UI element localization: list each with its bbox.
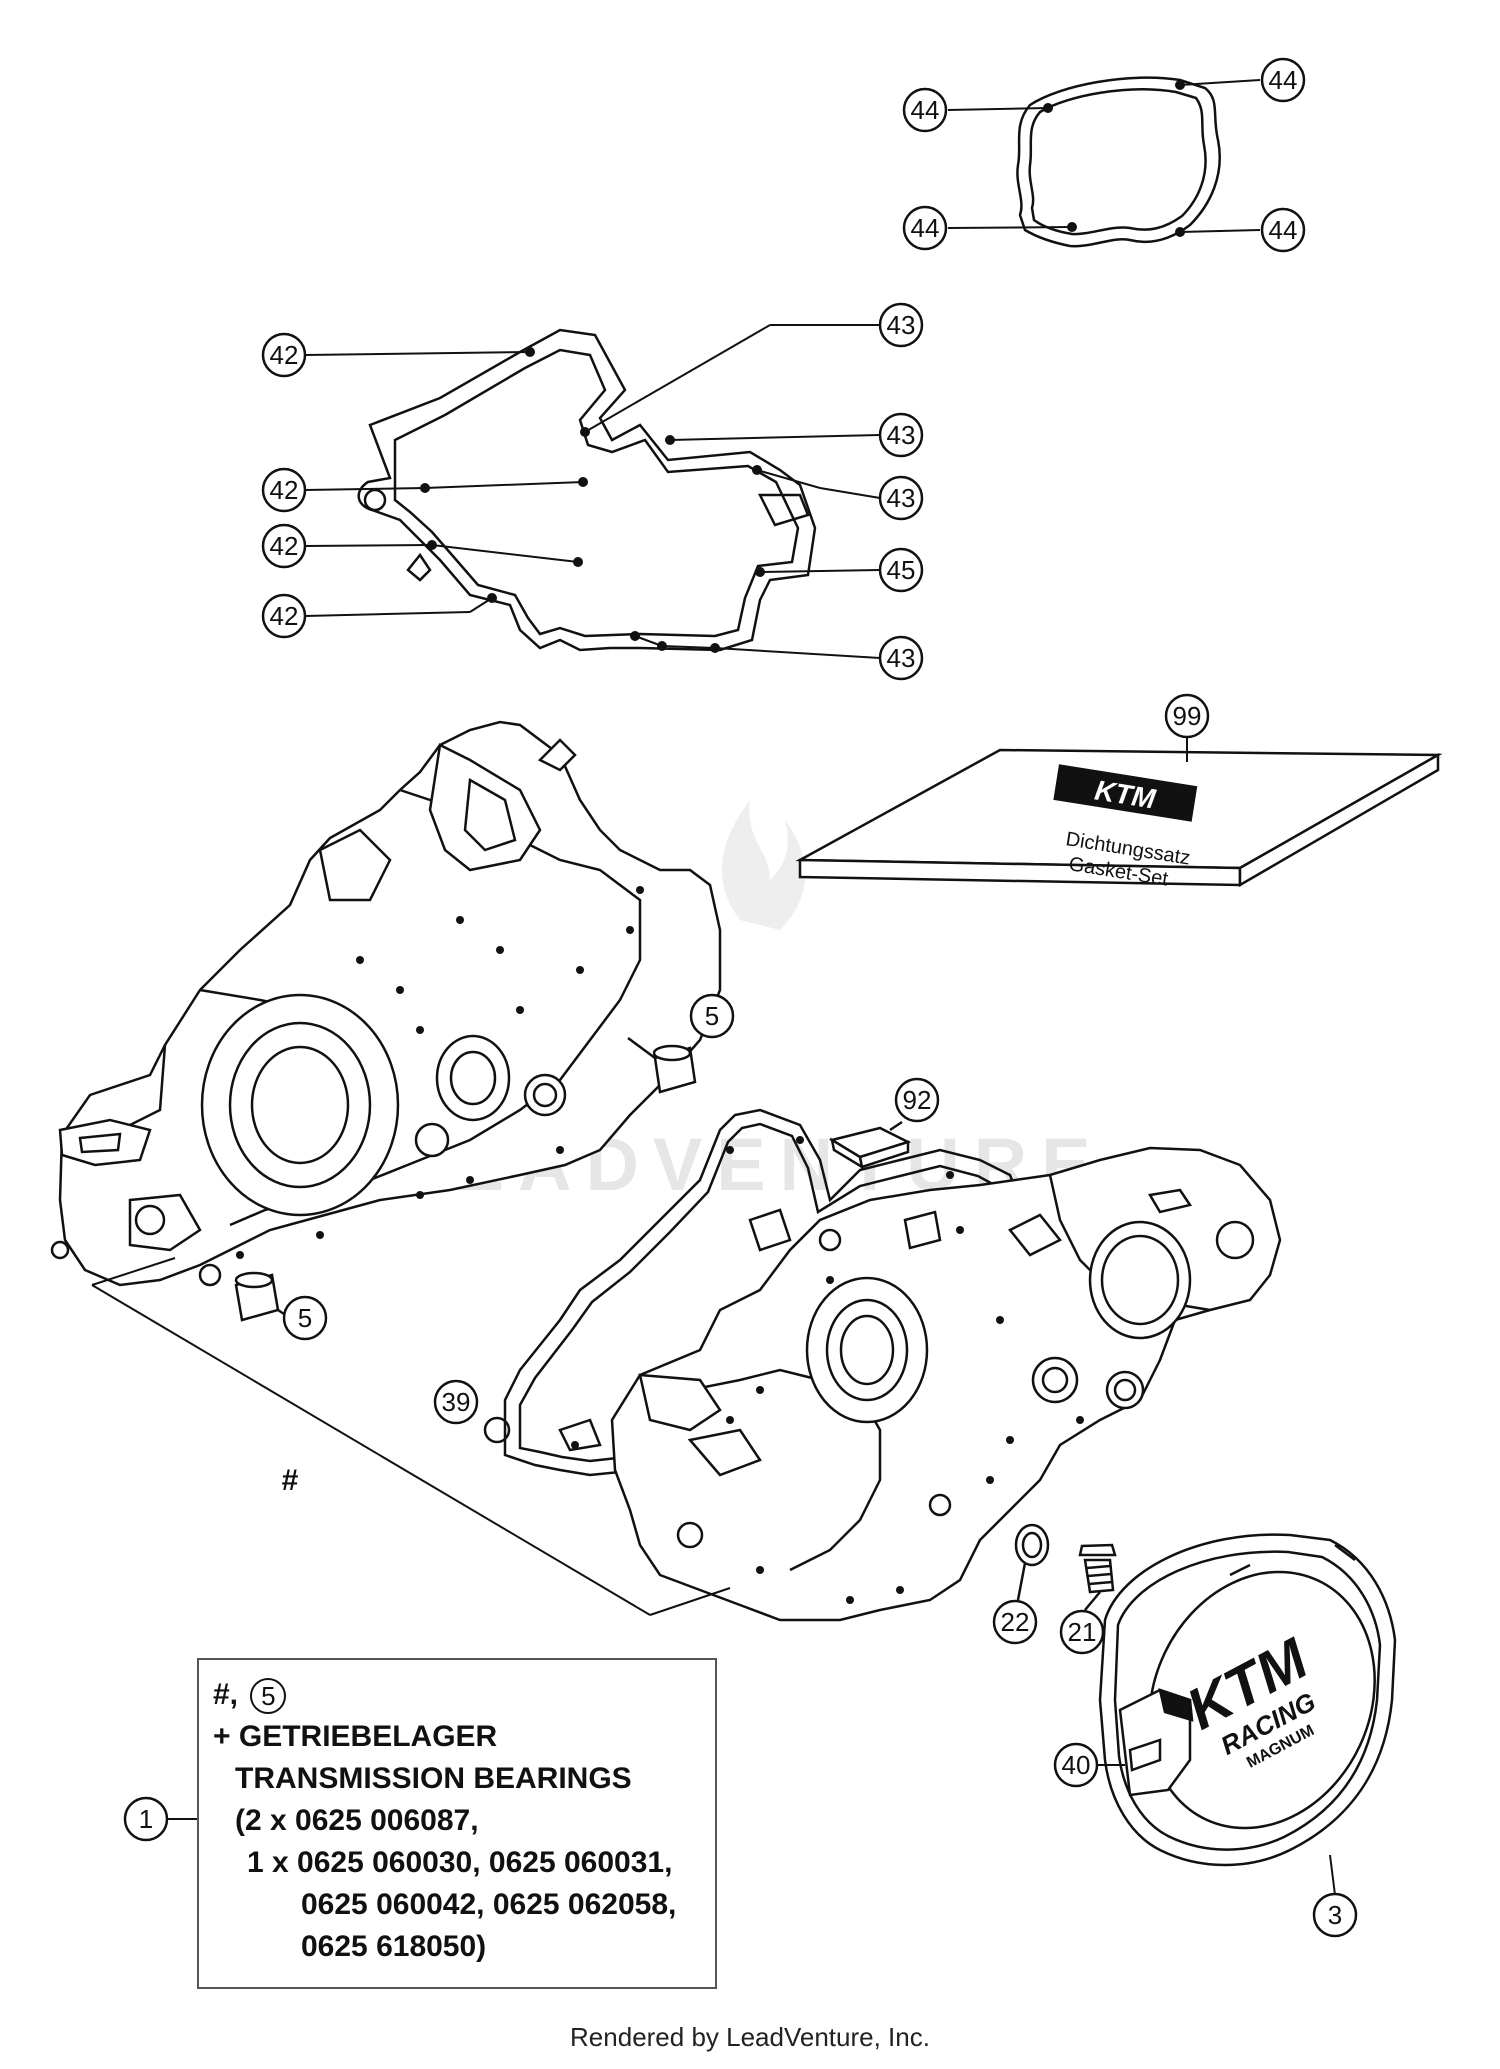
ignition-gasket-holes (1043, 80, 1185, 237)
legend-line-1: #, 5 (213, 1674, 701, 1716)
legend-line-6: 0625 060042, 0625 062058, (301, 1888, 677, 1921)
callout-40-label: 40 (1062, 1750, 1091, 1780)
legend-line-7: 0625 618050) (301, 1930, 487, 1963)
callout-40: 40 (1053, 1742, 1099, 1788)
callout-42: 42 (261, 467, 307, 513)
callout-45: 45 (878, 547, 924, 593)
callout-39-label: 39 (442, 1387, 471, 1417)
callout-43-label: 43 (887, 643, 916, 673)
callout-44-label: 44 (911, 95, 940, 125)
legend-hash: #, (213, 1678, 239, 1711)
callout-44: 44 (902, 205, 948, 251)
crankcase-gasket-holes (420, 347, 765, 653)
callout-99: 99 (1164, 693, 1210, 739)
callout-5-label: 5 (298, 1303, 312, 1333)
sealing-washer (1014, 1523, 1050, 1601)
callout-22: 22 (992, 1599, 1038, 1645)
right-crankcase-half (610, 1146, 1282, 1622)
legend-line-4: (2 x 0625 006087, (235, 1804, 479, 1837)
callout-21: 21 (1059, 1609, 1105, 1655)
callout-1: 1 (123, 1796, 169, 1842)
callout-5: 5 (689, 993, 735, 1039)
callout-42-label: 42 (270, 531, 299, 561)
callout-42-label: 42 (270, 601, 299, 631)
leader-lines (304, 324, 881, 659)
ignition-cover (1098, 1533, 1397, 1867)
callout-42: 42 (261, 523, 307, 569)
callout-44: 44 (1260, 57, 1306, 103)
callout-44: 44 (902, 87, 948, 133)
callout-45-label: 45 (887, 555, 916, 585)
callout-44-label: 44 (1269, 215, 1298, 245)
callout-99-label: 99 (1173, 701, 1202, 731)
callout-43-label: 43 (887, 483, 916, 513)
assembly-bracket (91, 1257, 731, 1616)
legend-box: #, 5 + GETRIEBELAGER TRANSMISSION BEARIN… (197, 1658, 717, 1989)
callout-43-label: 43 (887, 310, 916, 340)
callout-43: 43 (878, 412, 924, 458)
drain-plug (1078, 1543, 1117, 1611)
leader-lines (947, 79, 1261, 233)
footer-credit: Rendered by LeadVenture, Inc. (570, 2022, 930, 2052)
legend-callout-5: 5 (250, 1678, 287, 1715)
bearing-sleeve-lower (234, 1271, 291, 1322)
callout-42: 42 (261, 332, 307, 378)
callout-42-label: 42 (270, 475, 299, 505)
callout-43-label: 43 (887, 420, 916, 450)
left-crankcase-bolt-holes (236, 886, 644, 1259)
crankcase-gasket (357, 328, 817, 652)
callout-92: 92 (894, 1077, 940, 1123)
right-crankcase-bolt-holes (726, 1226, 1084, 1604)
callout-44: 44 (1260, 207, 1306, 253)
callout-22-label: 22 (1001, 1607, 1030, 1637)
callout-1-label: 1 (139, 1804, 153, 1834)
callout-21-label: 21 (1068, 1617, 1097, 1647)
callout-5-label: 5 (705, 1001, 719, 1031)
callout-3: 3 (1312, 1892, 1358, 1938)
assembly-hash-label: # (282, 1464, 299, 1497)
bearing-sleeve-upper (627, 1036, 697, 1094)
callout-44-label: 44 (911, 213, 940, 243)
callout-43: 43 (878, 475, 924, 521)
ignition-cover-gasket (1016, 76, 1221, 248)
callout-43: 43 (878, 635, 924, 681)
legend-line-5: 1 x 0625 060030, 0625 060031, (247, 1846, 673, 1879)
legend-line-2: + GETRIEBELAGER (213, 1720, 498, 1753)
callouts: 44 44 44 44 42 42 42 42 43 43 43 43 45 9… (123, 57, 1358, 1938)
callout-39: 39 (433, 1379, 479, 1425)
callout-3-label: 3 (1328, 1900, 1342, 1930)
callout-42: 42 (261, 593, 307, 639)
callout-92-label: 92 (903, 1085, 932, 1115)
callout-43: 43 (878, 302, 924, 348)
small-gasket-piece (828, 1120, 912, 1170)
callout-44-label: 44 (1269, 65, 1298, 95)
callout-42-label: 42 (270, 340, 299, 370)
left-crankcase-half (50, 720, 722, 1287)
leader-lines (1098, 1764, 1336, 1896)
legend-line-3: TRANSMISSION BEARINGS (235, 1762, 632, 1795)
callout-5: 5 (282, 1295, 328, 1341)
